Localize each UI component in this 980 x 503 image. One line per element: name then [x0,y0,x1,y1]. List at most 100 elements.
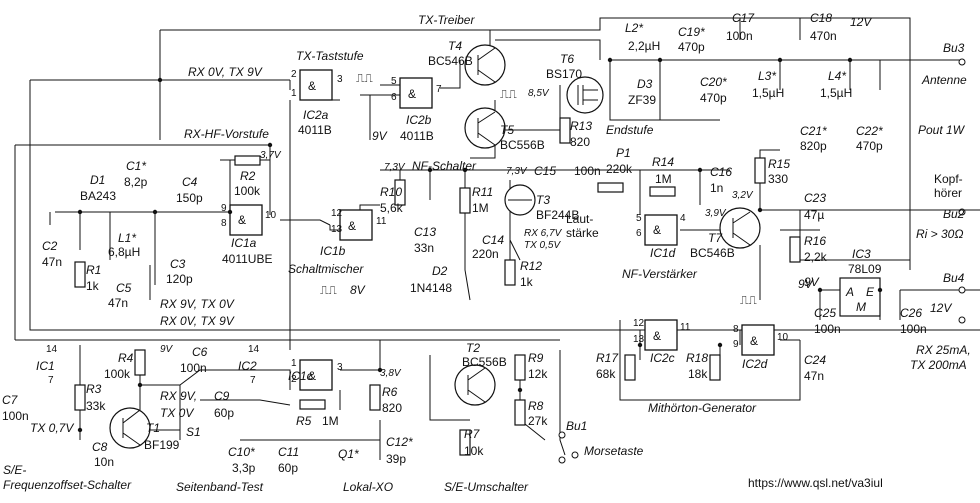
label-c16: C16 [710,165,732,179]
label-c25: C25 [814,306,836,320]
label-lautstaerke: Laut- stärke [566,212,599,240]
pin-label: 5 [636,213,642,224]
resistor-r13 [559,117,571,144]
label-r16: R16 [804,234,826,248]
label-tx-0-5v: TX 0,5V [524,240,561,251]
connector-bu4-plus[interactable] [958,286,966,294]
gate-symbol: & [653,329,661,343]
regulator-pins: M [856,300,866,314]
label-tx-200ma: TX 200mA [910,358,967,372]
pin-label: 4 [680,213,686,224]
label-r8-value: 27k [528,414,548,428]
resistor-r12 [504,259,516,286]
label-rx-6-7v: RX 6,7V [524,228,563,239]
label-bu2: Bu2 [943,207,965,221]
label-staerke: stärke [566,226,599,240]
label-rx0-tx9: RX 0V, TX 9V [188,65,263,79]
transistor-t2-symbol [454,364,496,406]
label-c18-value: 470n [810,29,837,43]
label-c10: C10* [228,445,255,459]
label-t3-type: BF244B [536,208,579,222]
resistor-r15 [754,157,766,184]
label-schaltmischer: Schaltmischer [288,262,364,276]
label-kopfhoerer: Kopf- hörer [934,172,966,200]
label-r1: R1 [86,263,101,277]
gate-ic1b: & 12 13 11 [331,208,387,241]
label-l3-value: 1,5µH [752,86,784,100]
label-c1: C1* [126,159,146,173]
label-t6: T6 [560,52,574,66]
wiring [14,17,980,460]
connector-bu4-minus[interactable] [958,316,966,324]
connector-bu3[interactable] [958,58,966,66]
resistor-r18 [709,354,721,381]
label-c9: C9 [214,389,230,403]
connector-bu1-b[interactable] [558,456,566,464]
pulse-glyph: ⎍⎍ [356,71,373,85]
label-9v-b: 9V [804,275,820,289]
label-8-5v: 8,5V [528,88,550,99]
label-t1-type: BF199 [144,438,180,452]
label-ic2: IC2 [238,359,257,373]
label-l4: L4* [828,69,846,83]
connector-bu1-c[interactable] [571,451,579,459]
label-r12: R12 [520,259,542,273]
label-url: https://www.qsl.net/va3iul [748,476,883,490]
label-t4-type: BC546B [428,54,473,68]
label-l1: L1* [118,231,136,245]
gate-ic2a: & 2 1 3 [291,69,343,101]
label-r2-value: 100k [234,184,261,198]
label-rx9-tx0: RX 9V, TX 0V [160,297,235,311]
pulse-glyph: ⎍⎍ [500,87,517,101]
label-r11: R11 [472,185,493,199]
label-r18: R18 [686,351,708,365]
label-ri: Ri > 30Ω [916,227,963,241]
label-r7: R7 [464,427,481,441]
resistor-r9 [514,354,526,381]
gate-ic1d: & 5 6 4 [636,213,686,246]
label-d3-type: ZF39 [628,93,656,107]
gate-symbol: & [308,79,316,93]
label-3-8v: 3,8V [380,368,402,379]
resistor-r17 [624,354,636,381]
label-7-3v-a: 7,3V [384,162,406,173]
label-r6: R6 [382,385,398,399]
pin-label: 9 [221,203,227,214]
label-r3: R3 [86,382,102,396]
label-r6-value: 820 [382,401,402,415]
connector-bu2[interactable] [958,208,966,216]
resistor-r6 [369,384,381,411]
gate-ic2b: & 5 6 7 [391,76,442,109]
regulator-ic3 [839,277,881,317]
label-c17: C17 [732,11,755,25]
label-r9: R9 [528,351,544,365]
label-12v-b: 12V [930,301,952,315]
label-c19: C19* [678,25,705,39]
transistors [109,44,761,449]
pin-label: 13 [633,334,645,345]
label-c6: C6 [192,345,208,359]
pin-label: 11 [376,216,387,227]
label-t6-type: BS170 [546,67,582,81]
label-ic1d: IC1d [650,246,676,260]
pin-label: 8 [221,218,227,229]
label-9v-d: 9V [798,277,814,291]
label-t7-type: BC546B [690,246,735,260]
label-c21: C21* [800,124,827,138]
resistor-p1 [597,182,624,193]
label-antenne: Antenne [921,73,967,87]
label-r10-value: 5,6k [380,201,404,215]
label-c13-value: 33n [414,241,434,255]
label-d2: D2 [432,264,448,278]
pulse-glyph: ⎍⎍ [320,283,337,297]
label-d3: D3 [637,77,653,91]
label-c22: C22* [856,124,883,138]
label-c6-value: 100n [180,361,207,375]
label-c5-value: 47n [108,296,128,310]
pin-label: 10 [265,210,277,221]
connector-bu1-a[interactable] [558,431,566,439]
label-se-line2: Frequenzoffset-Schalter [3,478,132,492]
label-se-umschalter: S/E-Umschalter [444,480,529,494]
resistor-r5 [299,399,326,410]
resistor-r3 [74,384,86,411]
